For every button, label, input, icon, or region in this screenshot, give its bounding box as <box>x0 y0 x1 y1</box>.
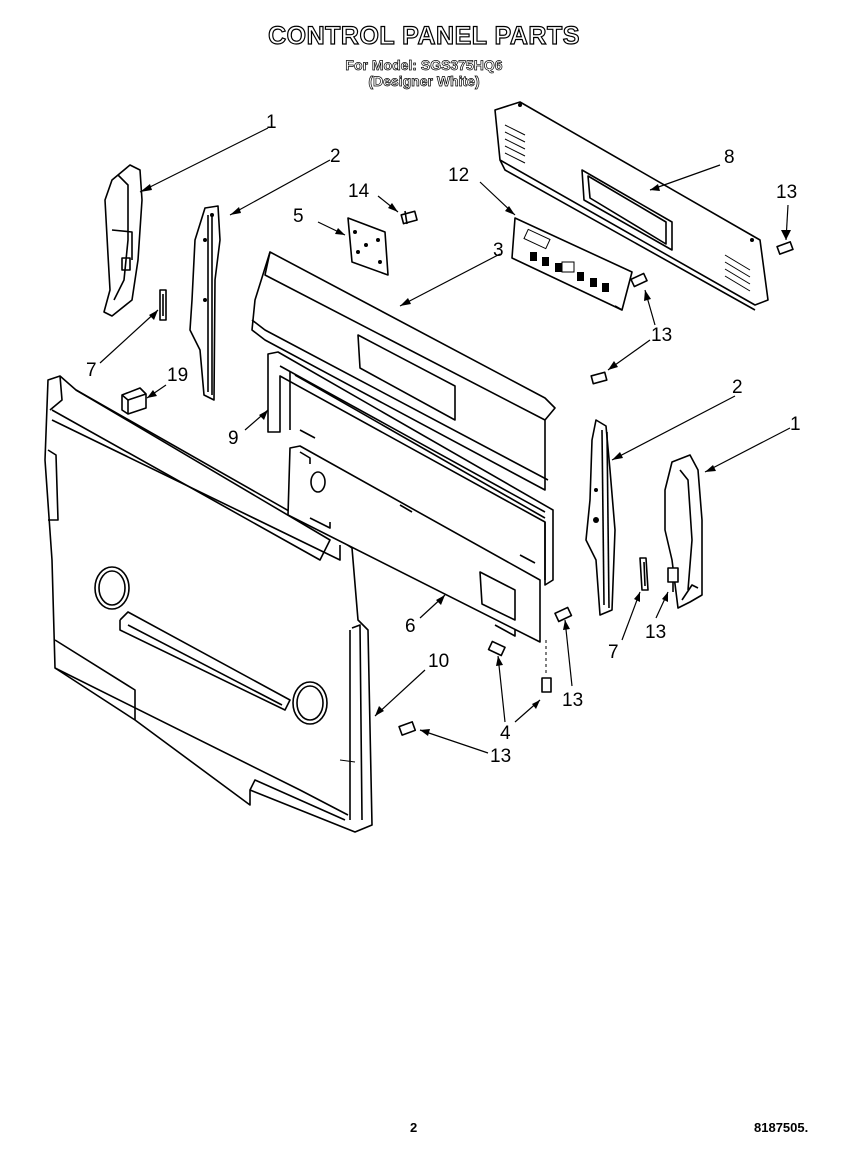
callout-7-left: 7 <box>86 360 97 381</box>
callout-3: 3 <box>493 240 504 261</box>
callout-6: 6 <box>405 616 416 637</box>
callout-2-left: 2 <box>330 146 341 167</box>
callout-8: 8 <box>724 147 735 168</box>
part-7-left-clip <box>159 289 167 321</box>
screw-13-panel <box>590 371 608 385</box>
callout-13-center: 13 <box>562 690 583 711</box>
screw-4-right <box>541 640 552 693</box>
callout-10: 10 <box>428 651 449 672</box>
callout-13-top-right: 13 <box>776 182 797 203</box>
page-title: CONTROL PANEL PARTS <box>267 21 580 50</box>
leader-arrowheads <box>140 184 791 736</box>
screw-13-bottom <box>398 721 417 736</box>
part-5-plate <box>347 217 389 276</box>
callout-13-board: 13 <box>651 325 672 346</box>
screw-13-right-cap <box>667 567 679 592</box>
part-9-frame <box>267 351 554 586</box>
callout-4: 4 <box>500 723 511 744</box>
callout-13-right-cap: 13 <box>645 622 666 643</box>
callout-9: 9 <box>228 428 239 449</box>
part-3-control-panel <box>251 251 556 491</box>
callout-1-left: 1 <box>266 112 277 133</box>
part-2-right-bracket <box>585 419 616 616</box>
screw-13-center <box>554 606 573 623</box>
part-12-control-board <box>511 217 633 311</box>
part-2-left-bracket <box>189 205 221 401</box>
callout-5: 5 <box>293 206 304 227</box>
page-number: 2 <box>410 1120 418 1135</box>
callout-2-right: 2 <box>732 377 743 398</box>
part-7-right-clip <box>639 557 649 591</box>
callout-13-bottom: 13 <box>490 746 511 767</box>
screw-4-left <box>487 640 506 657</box>
part-6-backplate <box>287 445 541 643</box>
callout-1-right: 1 <box>790 414 801 435</box>
part-1-right-endcap <box>664 454 703 609</box>
model-label: For Model: SGS375HQ6 <box>345 57 503 74</box>
part-10-rear-panel <box>44 375 373 833</box>
document-code: 8187505. <box>754 1120 809 1135</box>
callout-12: 12 <box>448 165 469 186</box>
callout-7-right: 7 <box>608 642 619 663</box>
finish-label: (Designer White) <box>368 73 480 90</box>
screw-13-top-right <box>776 241 794 255</box>
callout-14: 14 <box>348 181 370 202</box>
part-19-block <box>121 387 147 415</box>
screw-13-board <box>630 272 648 288</box>
callout-19: 19 <box>167 365 188 386</box>
part-8-rear-bracket <box>494 101 769 311</box>
part-1-left-endcap <box>103 164 143 317</box>
part-14-screw <box>400 210 418 225</box>
